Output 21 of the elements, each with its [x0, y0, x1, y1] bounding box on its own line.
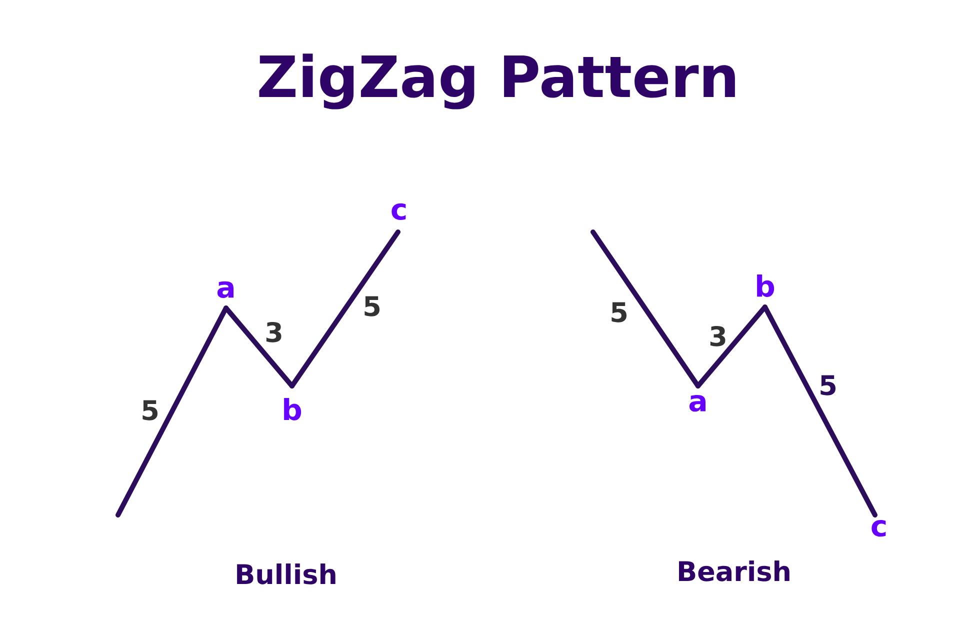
pattern-name: Bearish: [679, 560, 790, 582]
point-label: c: [392, 203, 406, 220]
zigzag-line: [290, 230, 400, 388]
point-label: b: [284, 398, 302, 420]
edge-label: 5: [142, 400, 158, 420]
edge-label: 3: [710, 326, 726, 346]
edge-label: 5: [820, 375, 836, 396]
zigzag-line: [116, 306, 228, 518]
point-label: c: [872, 520, 886, 537]
point-label: a: [689, 395, 706, 412]
zigzag-line: [696, 304, 768, 388]
zigzag-line: [224, 306, 294, 388]
point-label: b: [757, 274, 774, 297]
title: ZigZag Pattern: [259, 54, 735, 110]
zigzag-line: [762, 304, 878, 518]
zigzag-line: [590, 230, 700, 388]
edge-label: 3: [266, 322, 282, 342]
point-label: a: [217, 281, 234, 298]
edge-label: 5: [364, 296, 380, 316]
edge-label: 5: [612, 302, 627, 322]
pattern-name: Bullish: [237, 563, 336, 584]
